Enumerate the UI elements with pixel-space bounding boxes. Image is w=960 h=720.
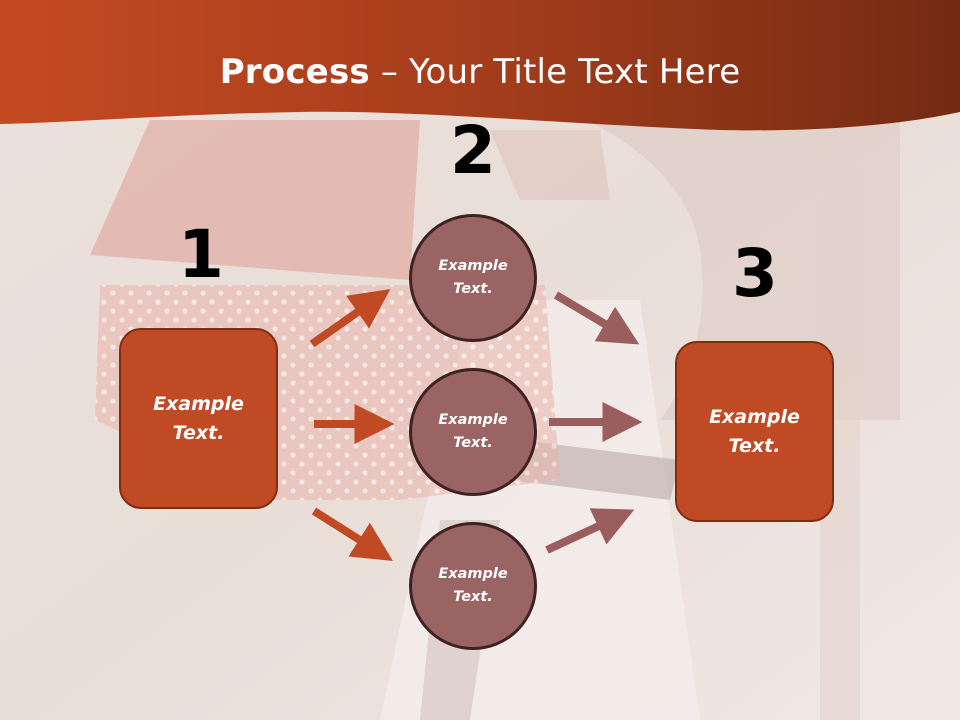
step-2-circle-top: Example Text.: [409, 214, 537, 342]
step-2-text-middle: Example Text.: [438, 412, 508, 451]
step-1-text: Example Text.: [153, 392, 244, 444]
arrow-2a-to-3: [553, 291, 640, 345]
step-2-circle-middle: Example Text.: [409, 368, 537, 496]
step-3-text: Example Text.: [709, 405, 800, 457]
step-number-3: 3: [732, 235, 778, 312]
step-2-circle-bottom: Example Text.: [409, 522, 537, 650]
step-2-text-top: Example Text.: [438, 258, 508, 297]
step-3-box: Example Text.: [675, 341, 834, 522]
step-number-2: 2: [450, 112, 496, 189]
step-2-text-bottom: Example Text.: [438, 566, 508, 605]
arrow-2c-to-3: [545, 508, 635, 554]
slide-title: Process – Your Title Text Here: [0, 52, 960, 92]
title-rest: – Your Title Text Here: [369, 52, 741, 92]
step-number-1: 1: [178, 216, 224, 293]
arrow-1-to-2c: [311, 507, 393, 561]
step-1-box: Example Text.: [119, 328, 278, 509]
title-bold-word: Process: [219, 52, 370, 92]
arrow-1-to-2a: [309, 289, 391, 348]
